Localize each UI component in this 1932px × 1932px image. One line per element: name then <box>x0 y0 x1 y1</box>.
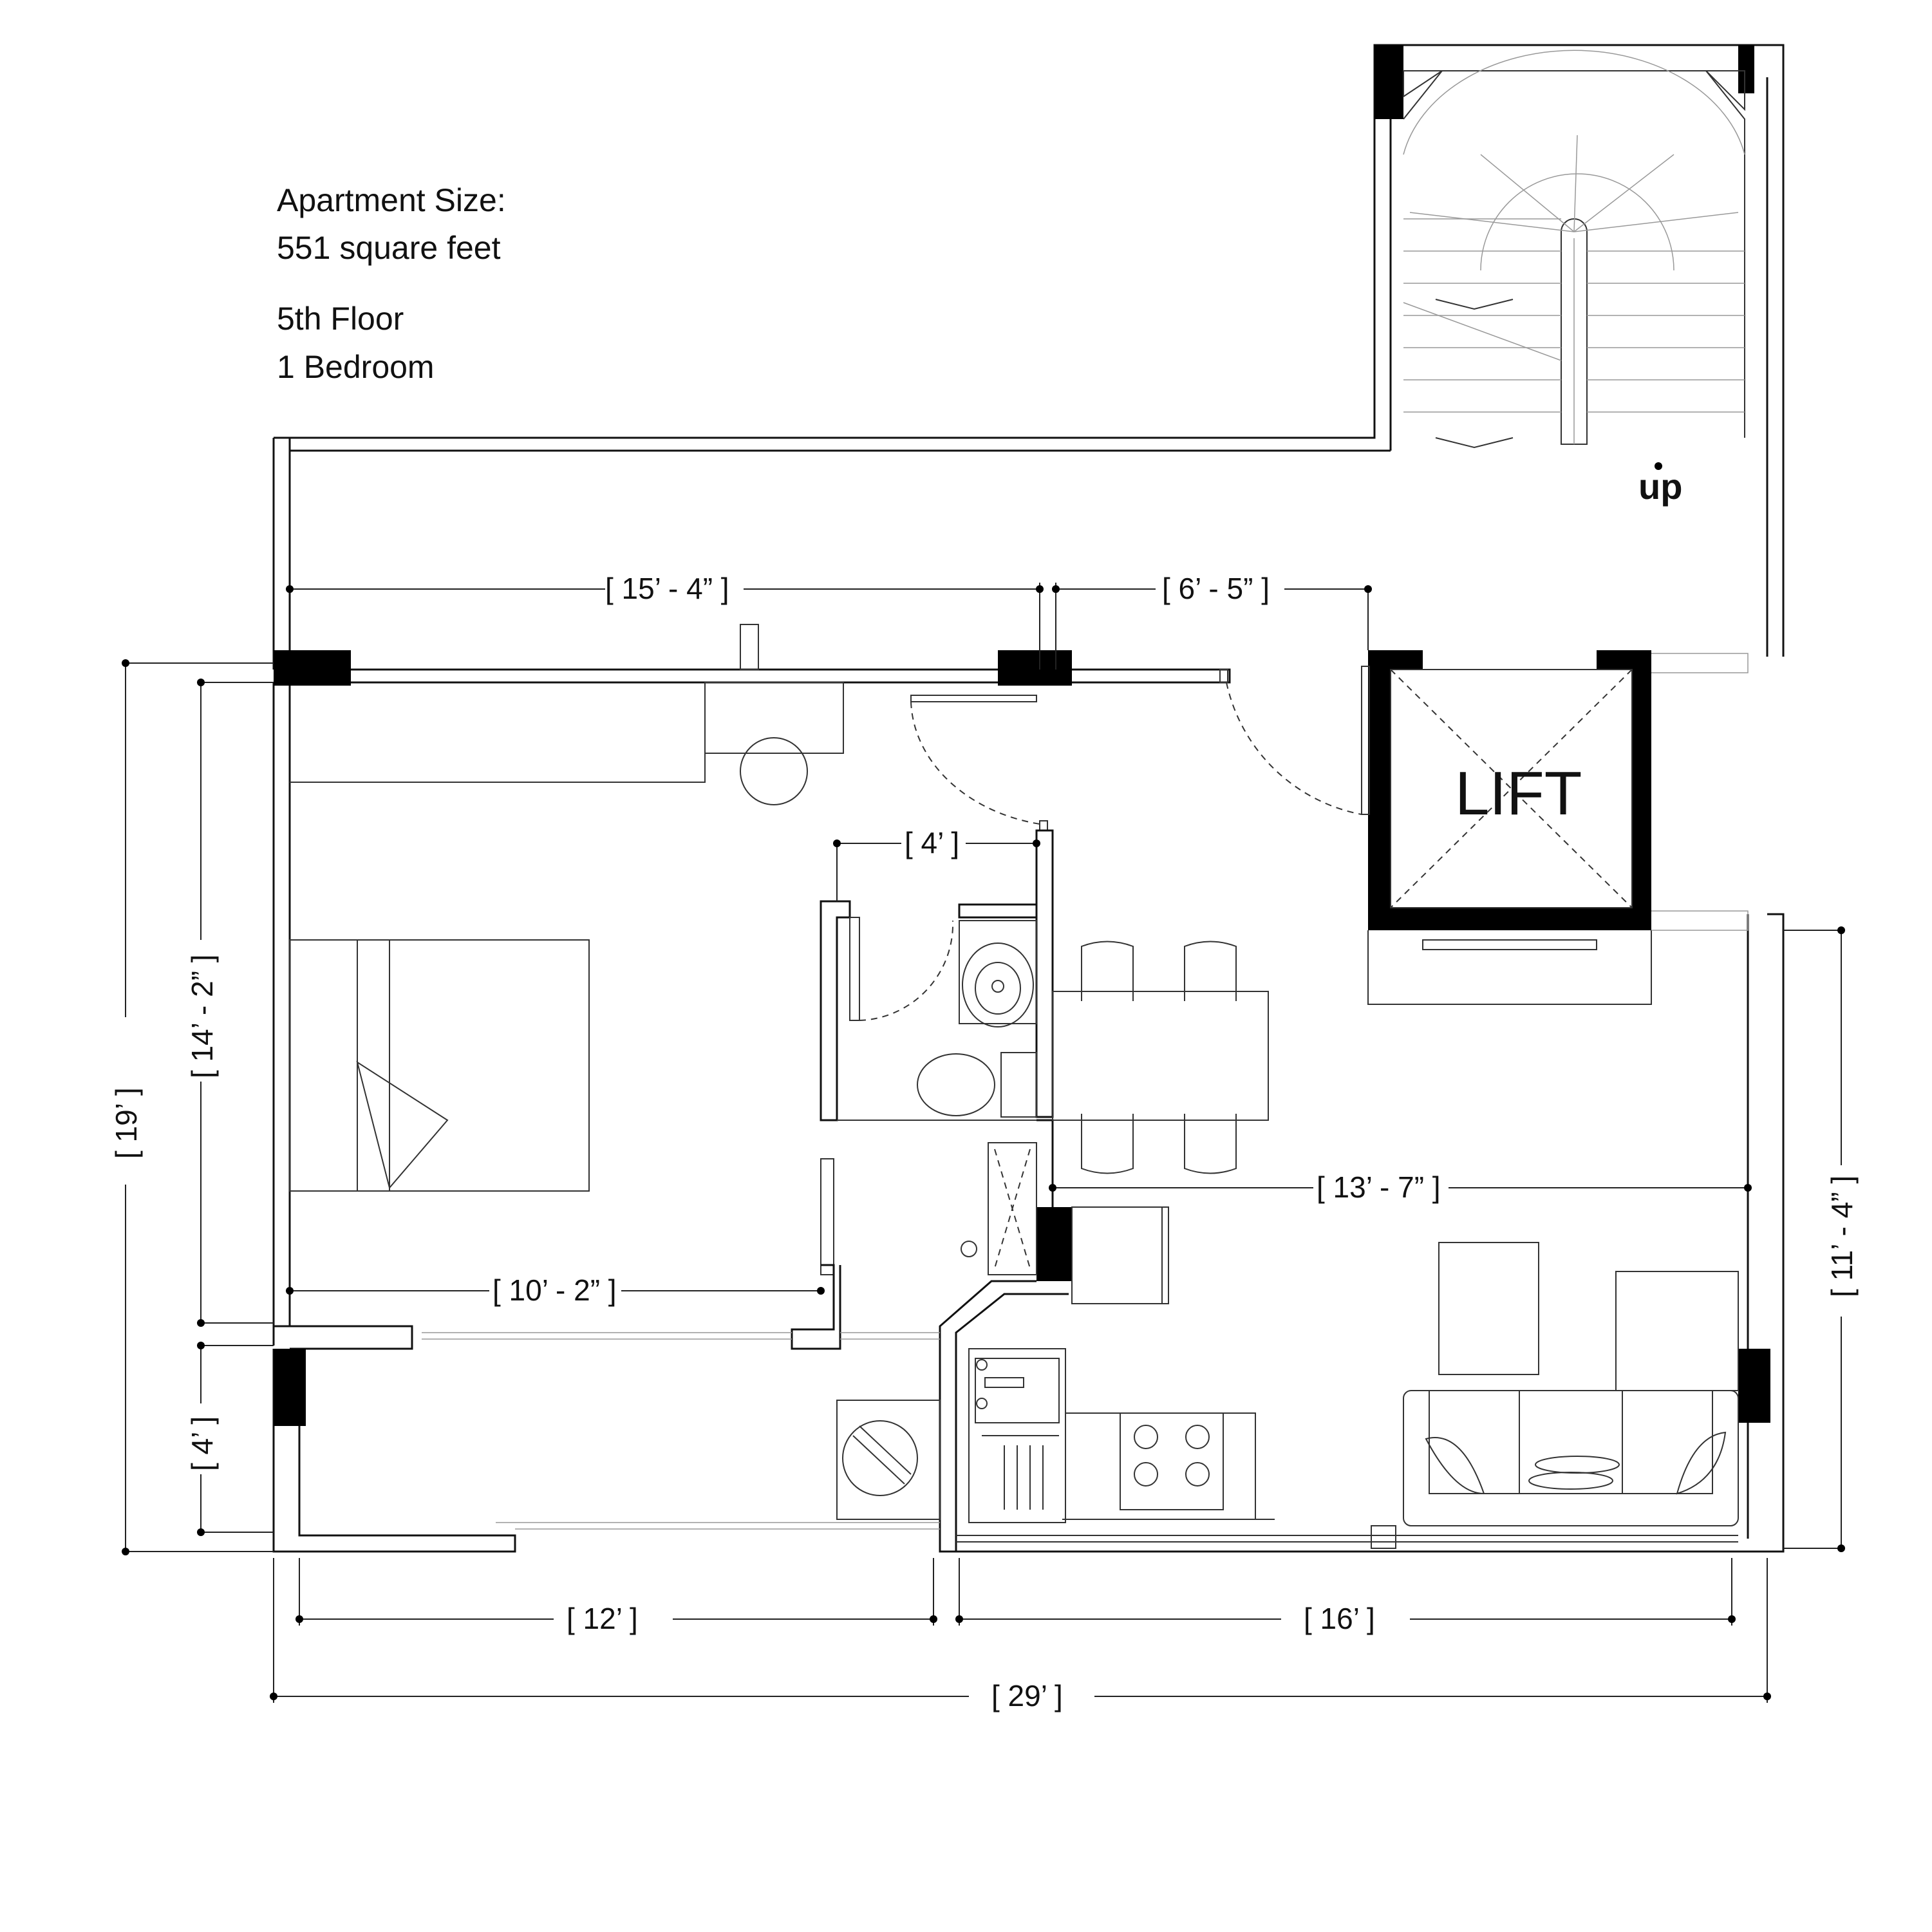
balcony <box>422 1332 941 1530</box>
stair-up-label: up <box>1638 466 1682 507</box>
column <box>1738 45 1754 93</box>
washbasin <box>959 920 1037 1027</box>
dimension-label: [ 10’ - 2” ] <box>492 1273 617 1307</box>
structural-columns <box>274 45 1770 1426</box>
dimension-label: [ 4’ ] <box>905 826 959 859</box>
exterior-walls <box>272 44 1785 1553</box>
dimension-label: [ 15’ - 4” ] <box>605 572 729 605</box>
chair <box>1081 1114 1134 1174</box>
column <box>998 650 1072 686</box>
column <box>1036 1207 1072 1281</box>
column <box>274 1349 306 1426</box>
washing-machine <box>836 1400 941 1520</box>
toilet <box>917 1052 1037 1118</box>
column <box>274 650 351 686</box>
dimension-label: [ 29’ ] <box>991 1679 1063 1712</box>
bed <box>289 939 590 1192</box>
floor-label: 5th Floor <box>277 301 404 337</box>
chair <box>1081 941 1134 1001</box>
dimension-label: [ 16’ ] <box>1304 1602 1375 1635</box>
entry-door <box>1219 669 1362 815</box>
sofa <box>1403 1270 1739 1526</box>
lift-label: LIFT <box>1455 759 1582 828</box>
column <box>1738 1349 1770 1423</box>
chair <box>1184 1114 1237 1174</box>
bathroom <box>791 829 1054 1350</box>
apartment-size-value: 551 square feet <box>277 230 501 266</box>
dimension-label: [ 4’ ] <box>185 1416 219 1471</box>
dimension-lines: [ 15’ - 4” ] [ 6’ - 5” ] [ 4’ ] [ 13’ - … <box>109 572 1859 1712</box>
dimension-label: [ 6’ - 5” ] <box>1162 572 1270 605</box>
dimension-label: [ 19’ ] <box>109 1087 143 1159</box>
bottom-window <box>956 1525 1738 1549</box>
kitchen <box>939 1119 1275 1553</box>
bedroom <box>289 624 1048 1192</box>
dining-area <box>1052 941 1269 1174</box>
lift-shaft: LIFT <box>1361 650 1749 1005</box>
dimension-label: [ 13’ - 7” ] <box>1317 1170 1441 1204</box>
living-area <box>1403 1242 1739 1526</box>
apartment-info: Apartment Size: 551 square feet 5th Floo… <box>277 182 506 385</box>
stairwell: up <box>1403 50 1745 507</box>
stair-arrow-icon <box>1435 437 1514 449</box>
apartment-size-label: Apartment Size: <box>277 182 506 218</box>
fridge <box>1071 1206 1169 1304</box>
dimension-label: [ 11’ - 4” ] <box>1825 1176 1859 1297</box>
chair <box>1184 941 1237 1001</box>
stove <box>1120 1412 1224 1510</box>
stair-arrow-icon <box>1435 299 1514 310</box>
coffee-table <box>1438 1242 1539 1375</box>
dimension-label: [ 12’ ] <box>567 1602 638 1635</box>
dimension-label: [ 14’ - 2” ] <box>185 954 219 1078</box>
kitchen-sink <box>968 1348 1066 1523</box>
column <box>1374 45 1403 119</box>
bedroom-count: 1 Bedroom <box>277 349 435 385</box>
